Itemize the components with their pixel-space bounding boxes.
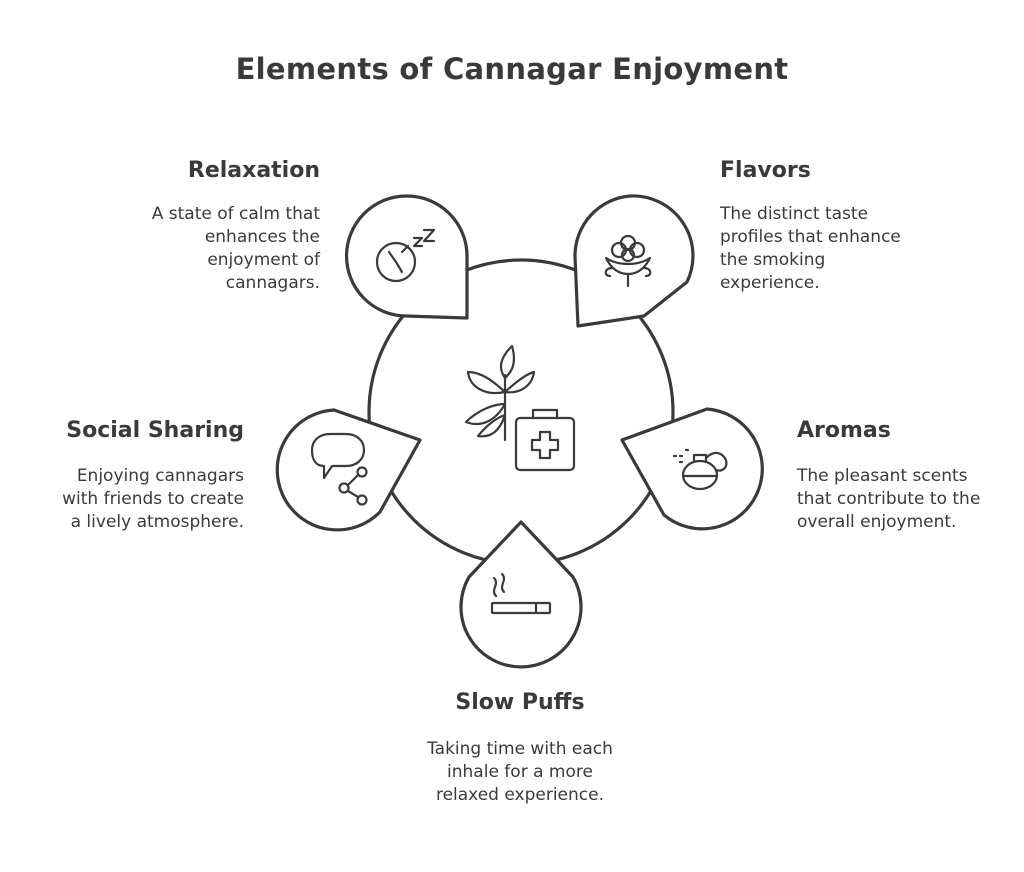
relaxation-description: A state of calm that enhances the enjoym… <box>152 203 320 295</box>
flavors-heading: Flavors <box>720 158 811 183</box>
description-line: overall enjoyment. <box>797 512 957 532</box>
description-line: enjoyment of <box>207 250 320 270</box>
description-line: relaxed experience. <box>435 785 605 805</box>
description-line: The pleasant scents <box>797 466 968 486</box>
description-line: a lively atmosphere. <box>70 512 244 532</box>
relaxation-heading: Relaxation <box>187 158 320 183</box>
diagram-title: Elements of Cannagar Enjoyment <box>235 52 789 86</box>
relaxation-petal <box>344 194 469 320</box>
chat-share-icon <box>310 432 368 506</box>
description-line: enhances the <box>204 227 320 247</box>
cigarette-smoke-icon <box>490 572 552 615</box>
description-line: profiles that enhance <box>720 227 901 247</box>
description-line: cannagars. <box>225 273 320 293</box>
description-line: the smoking <box>720 250 826 270</box>
description-line: A state of calm that <box>151 204 320 224</box>
social-sharing-petal <box>275 408 422 532</box>
description-line: Taking time with each <box>427 739 613 759</box>
description-line: with friends to create <box>62 489 244 509</box>
slow-puffs-description: Taking time with each inhale for a more … <box>370 738 670 807</box>
flavors-petal <box>573 194 695 328</box>
social-sharing-description: Enjoying cannagars with friends to creat… <box>62 465 244 534</box>
aromas-petal <box>620 407 764 531</box>
flavors-description: The distinct taste profiles that enhance… <box>720 203 901 295</box>
description-line: The distinct taste <box>720 204 869 224</box>
aromas-description: The pleasant scents that contribute to t… <box>797 465 980 534</box>
slow-puffs-petal <box>459 520 583 669</box>
description-line: inhale for a more <box>447 762 593 782</box>
social-sharing-heading: Social Sharing <box>66 418 244 443</box>
flower-bud-icon <box>604 234 652 288</box>
aromas-heading: Aromas <box>797 418 891 443</box>
cannabis-leaf-with-medical-kit-icon <box>464 344 576 472</box>
description-line: experience. <box>720 273 820 293</box>
description-line: that contribute to the <box>797 489 981 509</box>
perfume-spray-icon <box>672 448 728 491</box>
slow-puffs-heading: Slow Puffs <box>455 690 585 715</box>
sleeping-zzz-icon <box>375 228 436 283</box>
description-line: Enjoying cannagars <box>76 466 244 486</box>
